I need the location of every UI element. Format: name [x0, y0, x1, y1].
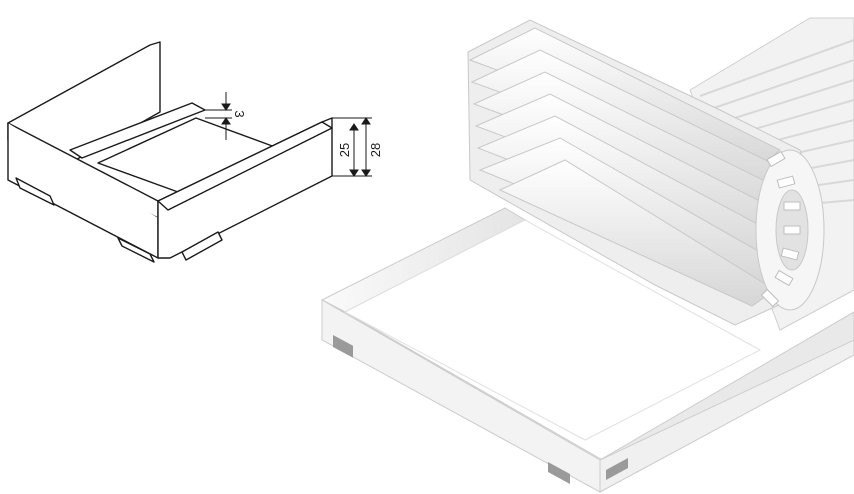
- dim-height-outer-label: 28: [368, 143, 383, 157]
- corner-clip-3: [606, 458, 628, 480]
- dim-thickness: [205, 92, 232, 140]
- clip-left: [15, 177, 55, 206]
- grating-frame: [320, 207, 854, 493]
- frame-opening: [343, 219, 762, 441]
- dim-height: [332, 117, 372, 177]
- clip-mid: [117, 237, 155, 263]
- rolled-grating: [467, 19, 825, 326]
- dim-height-inner-label: 25: [337, 143, 352, 157]
- corner-clip-1: [333, 335, 353, 358]
- dim-thickness-label: 3: [232, 110, 247, 117]
- clip-right: [181, 231, 223, 261]
- corner-clip-2: [548, 462, 570, 484]
- right-wall-top: [157, 121, 333, 211]
